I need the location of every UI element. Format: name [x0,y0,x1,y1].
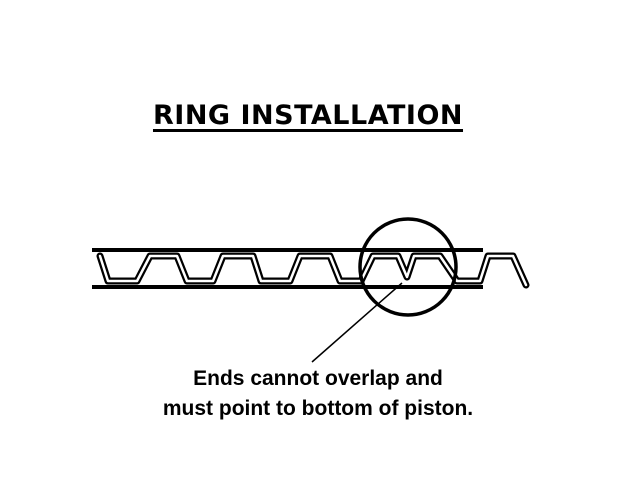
detail-circle [358,217,458,317]
caption-line-2: must point to bottom of piston. [162,397,474,420]
leader-line [311,282,403,363]
caption-line-1: Ends cannot overlap and [193,367,443,390]
expander-ring [96,252,530,289]
page-title: RING INSTALLATION [152,100,464,131]
